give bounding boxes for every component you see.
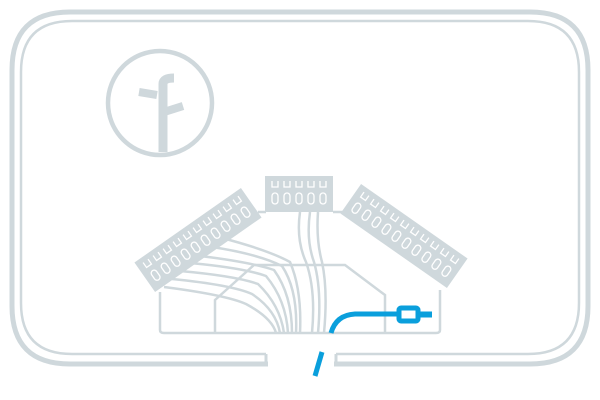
terminal-slot xyxy=(162,244,173,255)
terminal-slot xyxy=(399,219,410,230)
power-plug-icon xyxy=(396,305,421,324)
wires xyxy=(163,211,327,334)
terminal-slot xyxy=(202,216,213,227)
terminal-screw xyxy=(441,265,452,277)
terminal-slot xyxy=(389,212,400,223)
terminal-slot xyxy=(182,230,193,241)
terminal-slot xyxy=(212,209,223,220)
wire xyxy=(221,236,302,334)
terminal-screw xyxy=(170,255,181,267)
terminal-screw xyxy=(421,251,432,263)
terminal-slot xyxy=(283,181,291,188)
terminal-screw xyxy=(381,223,392,235)
terminal-screw xyxy=(150,269,161,281)
terminal-slot xyxy=(369,198,380,209)
terminal-screw xyxy=(401,237,412,249)
wire xyxy=(211,245,298,334)
right-terminal-block xyxy=(340,183,468,289)
terminal-slot xyxy=(429,240,440,251)
terminal-slot xyxy=(172,237,183,248)
terminal-slot xyxy=(307,181,315,188)
terminal-screw xyxy=(307,192,315,205)
terminal-screw xyxy=(283,192,291,205)
terminal-slot xyxy=(449,254,460,265)
wire xyxy=(163,285,278,334)
terminal-slot xyxy=(359,191,370,202)
terminal-slot xyxy=(409,226,420,237)
wire xyxy=(316,211,327,334)
device-inner-case xyxy=(19,19,581,356)
left-terminal-block xyxy=(134,187,262,293)
terminal-screw xyxy=(271,192,279,205)
terminal-screw xyxy=(361,209,372,221)
terminal-screw xyxy=(160,262,171,274)
terminal-screw xyxy=(230,213,241,225)
terminal-screw xyxy=(391,230,402,242)
terminal-slot xyxy=(152,251,163,262)
terminal-screw xyxy=(220,220,231,232)
power-cable xyxy=(312,305,432,377)
terminal-slot xyxy=(419,233,430,244)
terminal-screw xyxy=(180,248,191,260)
wire xyxy=(199,254,294,334)
terminal-screw xyxy=(295,192,303,205)
wire xyxy=(171,277,282,334)
terminal-slot xyxy=(232,195,243,206)
terminal-slot xyxy=(192,223,203,234)
device-outer-case xyxy=(9,9,591,367)
terminal-screw xyxy=(371,216,382,228)
center-terminal-block xyxy=(265,176,333,212)
terminal-slot xyxy=(439,247,450,258)
terminal-slot xyxy=(295,181,303,188)
terminal-screw xyxy=(411,244,422,256)
terminal-slot xyxy=(379,205,390,216)
terminal-screw xyxy=(351,202,362,214)
terminal-slot xyxy=(142,258,153,269)
wire xyxy=(189,261,290,334)
wire xyxy=(297,211,315,334)
cable-exit xyxy=(312,351,325,377)
terminal-slot xyxy=(222,202,233,213)
case-notch xyxy=(264,354,338,366)
terminal-screw xyxy=(240,206,251,218)
sprout-logo-icon xyxy=(105,48,215,158)
terminal-slot xyxy=(319,181,327,188)
terminal-screw xyxy=(431,258,442,270)
wiring-inner-box xyxy=(213,263,387,333)
terminal-slot xyxy=(271,181,279,188)
wire xyxy=(179,269,286,334)
terminal-screw xyxy=(200,234,211,246)
terminal-screw xyxy=(210,227,221,239)
wire xyxy=(307,211,321,334)
terminal-screw xyxy=(190,241,201,253)
terminal-screw xyxy=(319,192,327,205)
